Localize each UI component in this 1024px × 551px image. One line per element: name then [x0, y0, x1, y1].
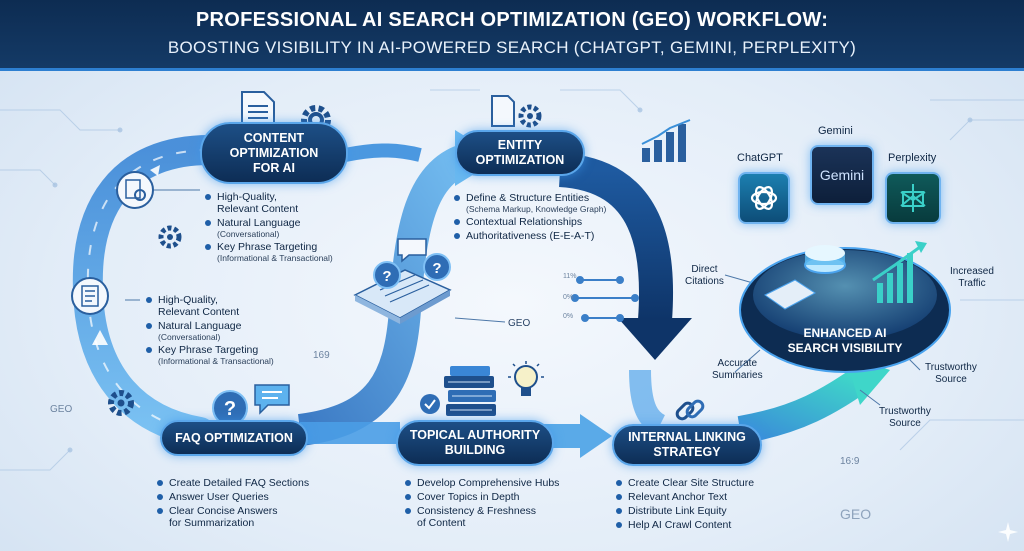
entity-list: Define & Structure Entities (Schema Mark…	[454, 192, 639, 244]
entity-title-line1: ENTITY	[498, 138, 542, 153]
internal-linking-node: INTERNAL LINKING STRATEGY	[612, 424, 762, 466]
faq-title: FAQ OPTIMIZATION	[175, 431, 293, 446]
svg-text:?: ?	[382, 268, 391, 285]
perplexity-label: Perplexity	[888, 152, 936, 164]
list-item: Cover Topics in Depth	[405, 491, 585, 503]
list-item: Key Phrase Targeting (Informational & Tr…	[146, 344, 316, 366]
perplexity-logo	[885, 172, 941, 224]
svg-text:?: ?	[432, 260, 441, 277]
chatgpt-label: ChatGPT	[737, 152, 783, 164]
gemini-logo: Gemini	[810, 145, 874, 205]
trustworthy-source-label-2: Trustworthy Source	[879, 406, 931, 430]
gemini-label: Gemini	[818, 125, 853, 137]
list-item: Define & Structure Entities (Schema Mark…	[454, 192, 639, 214]
list-item: Create Clear Site Structure	[616, 477, 796, 489]
number-169-right: 16:9	[840, 456, 859, 467]
chatgpt-logo	[738, 172, 790, 224]
internal-title-line1: INTERNAL LINKING	[628, 430, 746, 445]
chat-bubble-icon	[395, 236, 429, 264]
list-item: Natural Language (Conversational)	[146, 320, 316, 342]
percent-label-3: 0%	[563, 313, 573, 320]
list-item: Relevant Anchor Text	[616, 491, 796, 503]
geo-watermark-right: GEO	[840, 506, 871, 522]
list-item: Contextual Relationships	[454, 216, 639, 228]
list-item: Distribute Link Equity	[616, 505, 796, 517]
number-169-left: 169	[313, 350, 330, 361]
percent-label-1: 11%	[563, 273, 577, 280]
internal-list: Create Clear Site Structure Relevant Anc…	[616, 477, 796, 533]
visibility-title-line2: SEARCH VISIBILITY	[775, 341, 915, 356]
content-optimization-node: CONTENT OPTIMIZATION FOR AI	[200, 122, 348, 184]
list-item: Consistency & Freshness	[405, 505, 585, 517]
entity-title-line2: OPTIMIZATION	[476, 153, 565, 168]
topical-list: Develop Comprehensive Hubs Cover Topics …	[405, 477, 585, 529]
gemini-logo-text: Gemini	[820, 167, 864, 183]
direct-citations-label: Direct Citations	[685, 264, 724, 288]
entity-optimization-node: ENTITY OPTIMIZATION	[455, 130, 585, 176]
topical-authority-node: TOPICAL AUTHORITY BUILDING	[396, 420, 554, 466]
page-title: PROFESSIONAL AI SEARCH OPTIMIZATION (GEO…	[0, 9, 1024, 32]
list-item: Clear Concise Answers	[157, 505, 337, 517]
list-item: Natural Language (Conversational)	[205, 217, 375, 239]
document-list-icon	[70, 276, 110, 316]
visibility-title: ENHANCED AI SEARCH VISIBILITY	[775, 326, 915, 356]
content-title-line3: FOR AI	[253, 161, 295, 176]
percent-label-2: 0%	[563, 294, 573, 301]
list-item-continuation: of Content	[405, 517, 585, 529]
list-item: High-Quality, Relevant Content	[146, 294, 316, 318]
speech-bubble-icon	[252, 382, 292, 416]
list-item-continuation: for Summarization	[157, 517, 337, 529]
topical-title-line1: TOPICAL AUTHORITY	[410, 428, 540, 443]
list-item: Develop Comprehensive Hubs	[405, 477, 585, 489]
content-title-line1: CONTENT	[244, 131, 304, 146]
lightbulb-icon	[506, 360, 546, 404]
bar-chart-icon	[638, 118, 698, 164]
internal-title-line2: STRATEGY	[653, 445, 720, 460]
perplexity-icon	[897, 182, 929, 214]
visibility-platform	[735, 225, 955, 385]
question-icon-1: ?	[372, 260, 402, 290]
gear-small-icon	[155, 222, 185, 252]
left-feature-list: High-Quality, Relevant Content Natural L…	[146, 294, 316, 368]
trustworthy-source-label-1: Trustworthy Source	[925, 362, 977, 386]
increased-traffic-label: Increased Traffic	[950, 266, 994, 290]
link-chain-icon	[672, 392, 708, 428]
document-search-icon	[115, 170, 155, 210]
sparkle-icon	[998, 522, 1018, 542]
gear-left-icon	[104, 386, 138, 420]
faq-list: Create Detailed FAQ Sections Answer User…	[157, 477, 337, 529]
check-shield-icon	[418, 392, 442, 416]
geo-watermark-left: GEO	[50, 404, 72, 415]
faq-optimization-node: FAQ OPTIMIZATION	[160, 420, 308, 456]
visibility-title-line1: ENHANCED AI	[775, 326, 915, 341]
list-item: High-Quality, Relevant Content	[205, 191, 375, 215]
accurate-summaries-label: Accurate Summaries	[712, 358, 763, 382]
topical-title-line2: BUILDING	[445, 443, 505, 458]
books-icon	[440, 364, 500, 420]
list-item: Create Detailed FAQ Sections	[157, 477, 337, 489]
geo-label-center: GEO	[508, 318, 530, 329]
svg-text:?: ?	[224, 398, 236, 420]
list-item: Help AI Crawl Content	[616, 519, 796, 531]
content-title-line2: OPTIMIZATION	[230, 146, 319, 161]
chatgpt-icon	[748, 182, 780, 214]
document-gear-icon	[488, 92, 548, 132]
list-item: Answer User Queries	[157, 491, 337, 503]
page-subtitle: BOOSTING VISIBILITY IN AI-POWERED SEARCH…	[0, 38, 1024, 58]
header-banner: PROFESSIONAL AI SEARCH OPTIMIZATION (GEO…	[0, 0, 1024, 71]
list-item: Authoritativeness (E-E-A-T)	[454, 230, 639, 242]
